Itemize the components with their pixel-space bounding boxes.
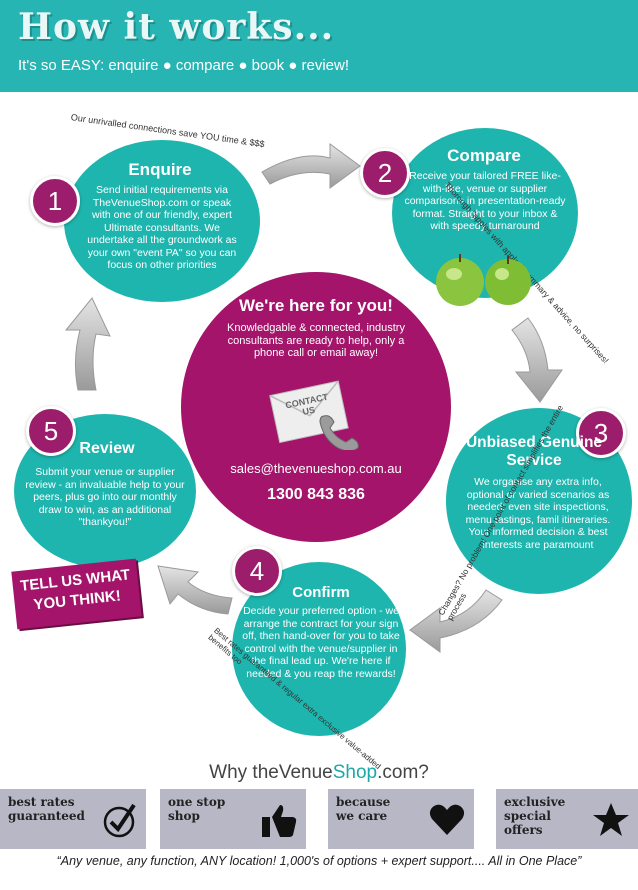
center-phone[interactable]: 1300 843 836	[267, 486, 365, 503]
badge-we-care-text: because we care	[336, 795, 391, 823]
step-2-number: 2	[360, 148, 410, 198]
center-email[interactable]: sales@thevenueshop.com.au	[230, 461, 402, 476]
step-4-body: Decide your preferred option - we arrang…	[242, 605, 400, 680]
center-title: We're here for you!	[239, 296, 393, 315]
step-5-title: Review	[79, 440, 135, 457]
step-3-title: Unbiased Genuine Service	[465, 434, 603, 469]
arrow-2-to-3	[511, 317, 563, 403]
badge-one-stop: one stop shop	[160, 789, 306, 849]
heart-icon	[429, 804, 465, 835]
apples-image	[436, 254, 531, 306]
check-icon	[103, 803, 136, 838]
step-1-title: Enquire	[128, 160, 192, 179]
badge-we-care: because we care	[328, 789, 474, 849]
step-4-number: 4	[232, 546, 282, 596]
step-4-title: Confirm	[292, 584, 350, 601]
contact-envelope-icon: CONTACT US	[269, 380, 359, 450]
header-banner: How it works... It's so EASY: enquire ● …	[0, 0, 638, 92]
footer-quote: “Any venue, any function, ANY location! …	[56, 854, 582, 868]
step-1-number: 1	[30, 176, 80, 226]
svg-text:US: US	[302, 405, 316, 417]
arrow-5-to-1	[64, 297, 111, 391]
thumbs-up-icon	[262, 805, 297, 837]
arrow-4-to-5	[157, 565, 233, 615]
step-1-circle	[64, 140, 260, 302]
step-3-number: 3	[576, 408, 626, 458]
badge-best-rates-text: best rates guaranteed	[8, 795, 85, 823]
step-2-body: Receive your tailored FREE like-with-lik…	[404, 170, 566, 232]
badge-special-offers-text: exclusive special offers	[504, 795, 566, 837]
step-5-body: Submit your venue or supplier review - a…	[25, 466, 185, 528]
why-heading: Why theVenueShop.com?	[209, 762, 429, 783]
star-icon	[593, 803, 629, 836]
center-body: Knowledgable & connected, industry consu…	[227, 322, 405, 359]
step-1-body: Send initial requirements via TheVenueSh…	[87, 184, 237, 271]
arrow-1-to-2	[261, 143, 361, 189]
badge-special-offers: exclusive special offers	[496, 789, 638, 849]
arrow-3-to-4	[409, 589, 503, 653]
badge-one-stop-text: one stop shop	[168, 795, 226, 823]
step-5-number: 5	[26, 406, 76, 456]
page-title: How it works...	[18, 6, 335, 48]
page-subtitle: It's so EASY: enquire ● compare ● book ●…	[18, 57, 350, 74]
step-2-circle	[392, 128, 578, 298]
step-2-title: Compare	[447, 146, 521, 165]
step-3-body: We organise any extra info, optional or …	[465, 476, 611, 551]
badge-best-rates: best rates guaranteed	[0, 789, 146, 849]
